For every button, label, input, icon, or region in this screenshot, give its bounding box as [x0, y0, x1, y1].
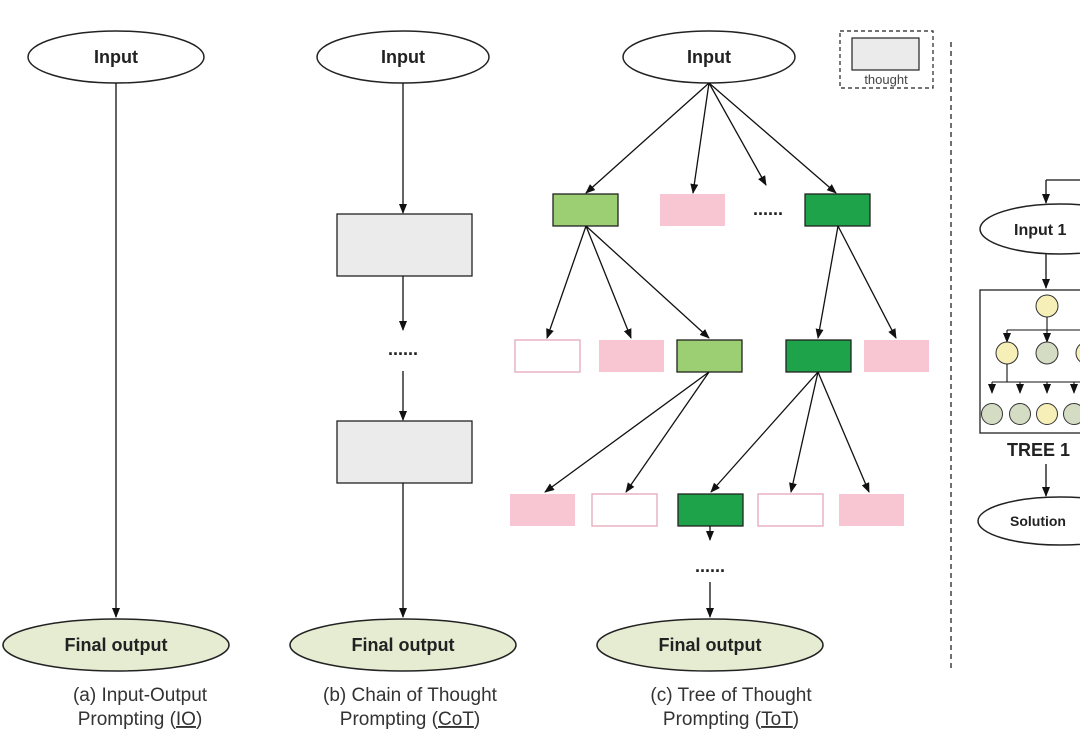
cot-output-node: [289, 618, 517, 672]
mt-tree-node: [995, 341, 1019, 365]
tot-output-label: Final output: [659, 635, 762, 655]
legend-thought-label: thought: [864, 72, 908, 87]
tot-thought-dark-green: [804, 193, 871, 227]
tot-arrow: [817, 371, 870, 493]
io-output-label: Final output: [65, 635, 168, 655]
mt-tree-node: [981, 403, 1003, 425]
tot-thought-dark-green: [785, 339, 852, 373]
tot-thought-light-green: [552, 193, 619, 227]
multi-tree-panel: Input 1 TREE 1 Solution: [977, 179, 1080, 546]
legend-thought-swatch: [851, 37, 920, 71]
tot-output-node: [596, 618, 824, 672]
mt-tree-node: [1036, 403, 1058, 425]
cot-output-label: Final output: [352, 635, 455, 655]
io-panel: Input Final output (a) Input-Output Prom…: [2, 30, 230, 730]
cot-ellipsis: ......: [388, 339, 418, 359]
tot-caption-line1: (c) Tree of Thought: [650, 685, 812, 706]
cot-thought-2: [336, 420, 473, 484]
io-caption-line2: Prompting (IO): [78, 709, 203, 730]
cot-caption-line2: Prompting (CoT): [340, 709, 480, 730]
mt-input-label: Input 1: [1014, 222, 1067, 239]
io-input-label: Input: [94, 47, 138, 67]
mt-solution-label: Solution: [1010, 513, 1066, 529]
tot-arrow: [585, 82, 710, 194]
tot-arrow: [585, 225, 632, 339]
mt-tree-node: [1035, 294, 1059, 318]
tot-arrow: [815, 225, 839, 339]
legend: thought: [839, 30, 934, 89]
cot-thought-1: [336, 213, 473, 277]
tot-ellipsis-level1: ......: [753, 199, 783, 219]
tot-ellipsis-level4: ......: [695, 556, 725, 576]
tot-caption-line2: Prompting (ToT): [663, 709, 799, 730]
cot-panel: Input ...... Final output (b) Chain of T…: [289, 30, 517, 730]
tot-arrow: [585, 225, 710, 339]
mt-input-node: [979, 203, 1080, 255]
mt-tree-node: [1035, 341, 1059, 365]
tot-thought-pink: [839, 494, 904, 526]
mt-tree-node: [1009, 403, 1031, 425]
mt-tree-node: [1075, 343, 1080, 363]
tot-arrow: [708, 82, 837, 194]
tot-thought-light-green: [676, 339, 743, 373]
tot-thought-pink: [510, 494, 575, 526]
tot-arrow: [690, 82, 710, 194]
legend-frame: [839, 30, 934, 89]
cot-caption-line1: (b) Chain of Thought: [323, 685, 498, 706]
tot-thought-pink: [660, 194, 725, 226]
tot-arrow: [708, 82, 767, 186]
tot-arrow: [625, 371, 710, 493]
mt-tree-box: [979, 289, 1080, 434]
tot-arrow: [544, 371, 710, 493]
tot-thought-dark-green: [677, 493, 744, 527]
tot-thought-white: [591, 493, 658, 527]
tot-panel: Input ...... ..: [510, 30, 929, 730]
cot-input-label: Input: [381, 47, 425, 67]
tot-thought-pink: [864, 340, 929, 372]
tot-arrow: [789, 371, 819, 493]
tot-arrow: [546, 225, 587, 339]
tot-thought-white: [757, 493, 824, 527]
tot-thought-pink: [599, 340, 664, 372]
io-output-node: [2, 618, 230, 672]
tot-thought-white: [514, 339, 581, 373]
io-caption-line1: (a) Input-Output: [73, 685, 208, 706]
tot-arrow: [837, 225, 897, 339]
mt-tree-label: TREE 1: [1007, 440, 1070, 460]
mt-tree-node: [1063, 403, 1080, 425]
tot-input-label: Input: [687, 47, 731, 67]
tot-arrow: [710, 371, 819, 493]
mt-solution-node: [977, 496, 1080, 546]
